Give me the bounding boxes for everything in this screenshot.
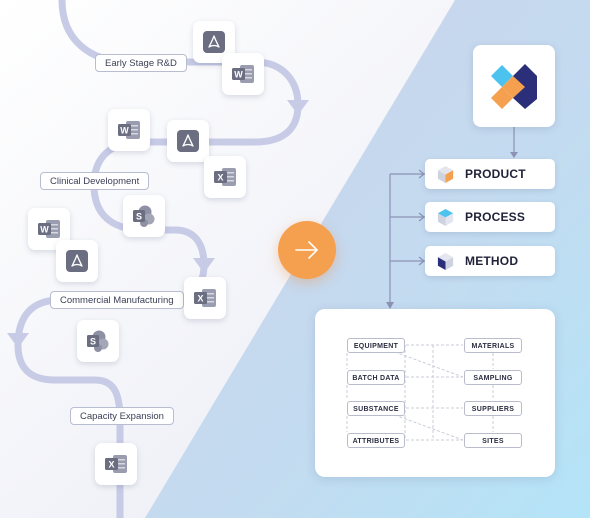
svg-text:W: W: [40, 225, 49, 235]
excel-file-card[interactable]: X: [95, 443, 137, 485]
path-arrow-1: [287, 100, 309, 115]
transform-arrow-button[interactable]: [278, 221, 336, 279]
word-file-icon: W: [232, 65, 254, 83]
svg-text:W: W: [120, 126, 129, 136]
chip-sampling: SAMPLING: [464, 370, 522, 385]
arrow-method: [418, 256, 425, 266]
stage-label-early: Early Stage R&D: [95, 54, 187, 72]
pdf-file-card[interactable]: [167, 120, 209, 162]
sharepoint-file-icon: S: [133, 205, 155, 227]
panel-connector-arrow: [386, 302, 394, 309]
arrow-right-icon: [295, 241, 318, 259]
pdf-file-icon: [203, 31, 225, 53]
pdf-file-icon: [177, 130, 199, 152]
excel-file-card[interactable]: X: [204, 156, 246, 198]
pdf-file-card[interactable]: [56, 240, 98, 282]
word-file-card[interactable]: W: [28, 208, 70, 250]
entity-method[interactable]: METHOD: [425, 246, 555, 276]
sharepoint-file-card[interactable]: S: [123, 195, 165, 237]
path-arrow-3: [7, 333, 29, 348]
product-cube-icon: [437, 165, 454, 183]
excel-file-icon: X: [194, 289, 216, 307]
entity-process[interactable]: PROCESS: [425, 202, 555, 232]
excel-file-icon: X: [214, 168, 236, 186]
stage-label-commercial: Commercial Manufacturing: [50, 291, 184, 309]
entity-process-label: PROCESS: [465, 210, 526, 224]
pdf-file-icon: [66, 250, 88, 272]
sharepoint-file-icon: S: [87, 330, 109, 352]
excel-file-card[interactable]: X: [184, 277, 226, 319]
stage-label-clinical: Clinical Development: [40, 172, 150, 190]
svg-text:S: S: [136, 212, 142, 222]
chip-substance: SUBSTANCE: [347, 401, 405, 416]
chip-materials: MATERIALS: [464, 338, 522, 353]
svg-text:W: W: [234, 70, 243, 80]
stage-label-capacity: Capacity Expansion: [70, 407, 174, 425]
word-file-card[interactable]: W: [108, 109, 150, 151]
arrow-process: [418, 212, 425, 222]
data-links: [346, 344, 494, 441]
chip-sites: SITES: [464, 433, 522, 448]
svg-text:X: X: [197, 294, 203, 304]
method-cube-icon: [437, 252, 454, 270]
entity-method-label: METHOD: [465, 254, 519, 268]
svg-text:X: X: [108, 460, 114, 470]
entity-connectors: [389, 127, 515, 305]
chip-attributes: ATTRIBUTES: [347, 433, 405, 448]
platform-logo-icon: [491, 64, 537, 109]
process-cube-icon: [437, 208, 454, 226]
svg-text:X: X: [217, 173, 223, 183]
entity-product[interactable]: PRODUCT: [425, 159, 555, 189]
svg-text:S: S: [90, 337, 96, 347]
data-model-panel: EQUIPMENT BATCH DATA SUBSTANCE ATTRIBUTE…: [315, 309, 555, 477]
chip-suppliers: SUPPLIERS: [464, 401, 522, 416]
chip-batch-data: BATCH DATA: [347, 370, 405, 385]
excel-file-icon: X: [105, 455, 127, 473]
arrow-product: [418, 169, 425, 179]
sharepoint-file-card[interactable]: S: [77, 320, 119, 362]
word-file-icon: W: [38, 220, 60, 238]
path-arrow-2: [193, 258, 215, 273]
logo-connector-arrow: [510, 152, 518, 158]
word-file-icon: W: [118, 121, 140, 139]
word-file-card[interactable]: W: [222, 53, 264, 95]
chip-equipment: EQUIPMENT: [347, 338, 405, 353]
entity-product-label: PRODUCT: [465, 167, 526, 181]
logo-card: [473, 45, 555, 127]
